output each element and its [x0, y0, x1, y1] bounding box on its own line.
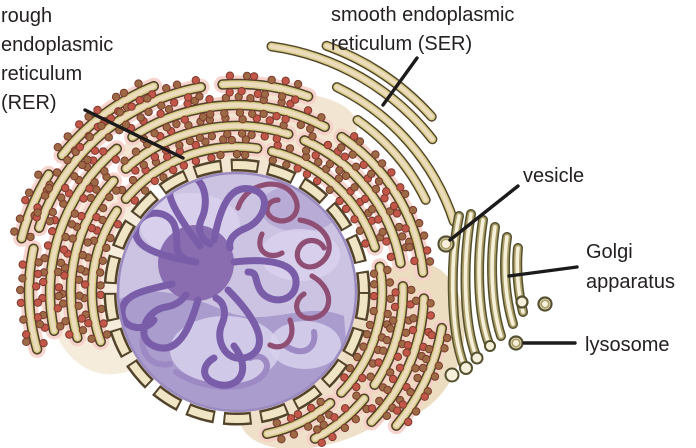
label-rough-er: rough endoplasmic reticulum (RER): [1, 2, 113, 118]
label-smooth-er-line1: smooth endoplasmic: [331, 4, 515, 26]
label-lysosome-text: lysosome: [585, 334, 670, 356]
label-golgi-apparatus: Golgi apparatus: [586, 237, 675, 297]
label-rough-er-line2: endoplasmic: [1, 34, 114, 56]
label-smooth-er-line2: reticulum (SER): [331, 33, 473, 55]
smooth-er: [266, 40, 459, 227]
label-rough-er-line4: (RER): [1, 92, 57, 114]
nuclear-envelope: [103, 158, 371, 426]
label-rough-er-line3: reticulum: [1, 63, 83, 85]
label-vesicle: vesicle: [523, 162, 584, 191]
label-vesicle-text: vesicle: [523, 165, 585, 187]
ribosome-dots: [10, 71, 452, 447]
vesicle-shape: [515, 295, 529, 309]
label-golgi-line1: Golgi: [586, 241, 633, 263]
golgi-apparatus: [444, 209, 528, 383]
leader-lines: [83, 56, 579, 345]
label-golgi-line2: apparatus: [586, 271, 675, 293]
label-smooth-er: smooth endoplasmic reticulum (SER): [331, 1, 514, 59]
label-lysosome: lysosome: [585, 331, 669, 360]
rough-er: [16, 78, 448, 444]
label-rough-er-line1: rough: [1, 5, 53, 27]
